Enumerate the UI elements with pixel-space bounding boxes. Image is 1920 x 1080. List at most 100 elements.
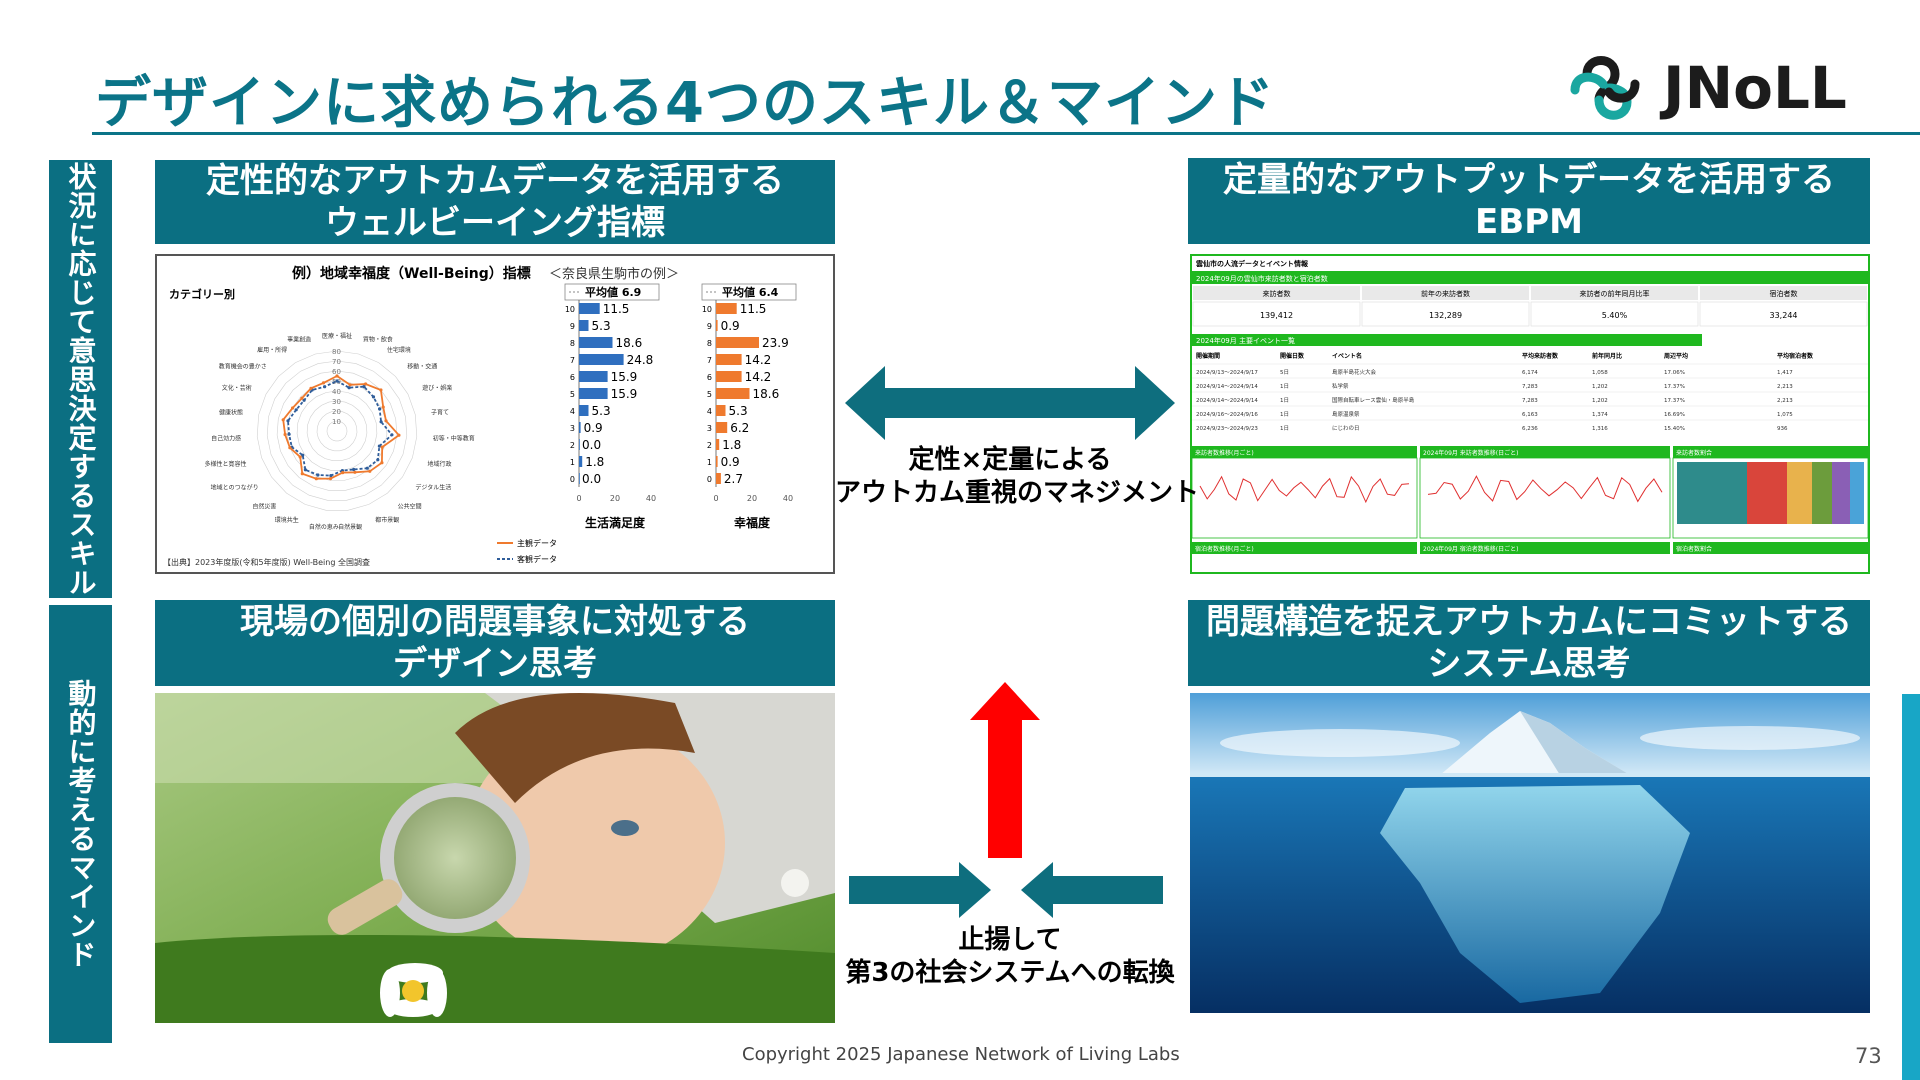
event-cell: 1日 <box>1280 397 1289 404</box>
wellbeing-charts: 例）地域幸福度（Well-Being）指標 ＜奈良県生駒市の例＞ カテゴリー別 … <box>163 265 797 567</box>
event-column: 開催日数 <box>1280 352 1305 360</box>
event-cell: 15.40% <box>1664 426 1685 432</box>
radar-series-objective-point <box>303 468 307 472</box>
hist-value: 5.3 <box>729 404 748 418</box>
dash-chart-title: 2024年09月 宿泊者数推移(日ごと) <box>1423 545 1519 553</box>
stat-label: 来訪者数 <box>1263 289 1291 298</box>
ebpm-dashboard: 雲仙市の人流データとイベント情報 2024年09月の雲仙市来訪者数と宿泊者数 来… <box>1192 259 1868 554</box>
radar-series-subjective-point <box>314 477 318 481</box>
radar-series-objective <box>287 379 394 477</box>
hist-score: 8 <box>570 339 575 348</box>
center-bottom-caption: 止揚して 第3の社会システムへの転換 <box>835 924 1185 990</box>
stat-value: 132,289 <box>1429 311 1462 320</box>
radar-series-subjective-point <box>298 455 302 459</box>
avg-box <box>701 283 797 301</box>
hist-value: 1.8 <box>585 455 604 469</box>
radar-series-objective-point <box>335 379 339 383</box>
radar-label: 健康状態 <box>219 409 243 417</box>
radar-label: 都市景観 <box>375 516 399 524</box>
radar-series-objective-point <box>286 419 290 423</box>
radar-series-subjective-point <box>397 433 401 437</box>
avg-label: 平均値 6.9 <box>585 285 641 299</box>
radar-chart: 8070605040302010医療・福祉買物・飲食住宅環境移動・交通遊び・娯楽… <box>204 332 474 531</box>
event-table: 開催期間開催日数イベント名平均来訪者数前年同月比周辺平均平均宿泊者数2024/9… <box>1192 352 1868 432</box>
dashboard-title: 雲仙市の人流データとイベント情報 <box>1196 259 1309 268</box>
stat-label-cell <box>1362 286 1529 300</box>
hist-bar <box>716 320 718 331</box>
double-arrow-icon <box>845 366 1175 440</box>
wellbeing-chart-title: 例）地域幸福度（Well-Being）指標 <box>292 265 531 282</box>
radar-series-objective-point <box>329 474 333 478</box>
radar-series-objective-point <box>301 453 305 457</box>
radar-label: 多様性と寛容性 <box>204 460 246 468</box>
page-number: 73 <box>1855 1044 1882 1068</box>
radar-series-subjective-point <box>300 396 304 400</box>
center-top-line1: 定性×定量による <box>908 445 1112 475</box>
header-ebpm-line2: EBPM <box>1475 202 1583 242</box>
event-cell: 6,163 <box>1522 412 1538 418</box>
hist-bar <box>579 388 608 399</box>
dash-chart-title: 宿泊者数割合 <box>1676 545 1712 553</box>
legend-subjective: 主観データ <box>517 538 557 548</box>
wellbeing-chart-subtitle: ＜奈良県生駒市の例＞ <box>549 266 679 282</box>
radar-grid <box>276 370 398 491</box>
event-cell: 6,236 <box>1522 426 1538 432</box>
ebpm-dashboard-panel: 雲仙市の人流データとイベント情報 2024年09月の雲仙市来訪者数と宿泊者数 来… <box>1190 254 1870 574</box>
radar-series-objective-point <box>287 432 291 436</box>
header-wellbeing: 定性的なアウトカムデータを活用する ウェルビーイング指標 <box>155 160 835 244</box>
radar-series-subjective-point <box>321 381 326 385</box>
radar-label: 移動・交通 <box>407 363 437 371</box>
event-cell: 1,202 <box>1592 398 1608 404</box>
header-ebpm: 定量的なアウトプットデータを活用する EBPM <box>1188 158 1870 244</box>
radar-tick: 40 <box>332 388 341 396</box>
hist-bar <box>579 320 589 331</box>
radar-series-objective-point <box>379 420 383 424</box>
hist-bar <box>579 456 583 467</box>
radar-series-subjective-point <box>281 418 285 422</box>
event-cell: 5日 <box>1280 369 1289 376</box>
stat-value-cell <box>1192 301 1361 327</box>
stat-label-cell <box>1531 286 1698 300</box>
dash-share-block <box>1812 462 1832 524</box>
jnoll-logo: JNoLL <box>1570 54 1847 122</box>
header-wellbeing-line1: 定性的なアウトカムデータを活用する <box>206 161 784 201</box>
hist-score: 0 <box>707 475 712 484</box>
event-cell: 島原温泉祭 <box>1332 410 1360 418</box>
event-cell: 1日 <box>1280 411 1289 418</box>
dash-chart-body <box>1192 457 1418 539</box>
hist-score: 4 <box>707 407 712 416</box>
dash-chart-header <box>1192 446 1417 458</box>
hist-score: 3 <box>570 424 575 433</box>
event-cell: 7,283 <box>1522 384 1538 390</box>
hist-score: 4 <box>570 407 575 416</box>
radar-series-objective-point <box>362 385 366 389</box>
header-design-line1: 現場の個別の問題事象に対処する <box>240 602 750 642</box>
stats-header: 2024年09月の雲仙市来訪者数と宿泊者数 <box>1196 274 1328 283</box>
radar-label: 買物・飲食 <box>363 336 393 344</box>
radar-label: 自然景観 <box>338 523 362 531</box>
radar-series-objective-point <box>352 467 356 472</box>
dash-share-block <box>1850 462 1864 524</box>
dash-share-block <box>1677 462 1747 524</box>
hist-value: 0.0 <box>582 472 601 486</box>
hist-value: 6.2 <box>730 421 749 435</box>
hist-bar <box>579 371 608 382</box>
hist-value: 14.2 <box>745 370 772 384</box>
side-label-skill: 状況に応じて意思決定するスキル <box>49 160 112 598</box>
radar-series-objective-point <box>365 466 369 470</box>
stat-label: 宿泊者数 <box>1770 289 1798 298</box>
radar-grid <box>316 410 358 452</box>
dash-chart-line <box>1199 475 1410 504</box>
radar-label: 地域行政 <box>428 460 452 468</box>
hist-value: 15.9 <box>611 370 638 384</box>
radar-tick: 70 <box>332 358 341 366</box>
radar-grid <box>266 360 408 501</box>
event-cell: 2024/9/23〜2024/9/23 <box>1196 426 1258 432</box>
stat-value: 33,244 <box>1770 311 1798 320</box>
hist-label: 幸福度 <box>734 515 771 530</box>
hist-score: 3 <box>707 424 712 433</box>
radar-grid <box>296 390 378 471</box>
hist-bar <box>716 354 742 365</box>
hist-value: 23.9 <box>762 336 789 350</box>
hist-score: 1 <box>707 458 712 467</box>
